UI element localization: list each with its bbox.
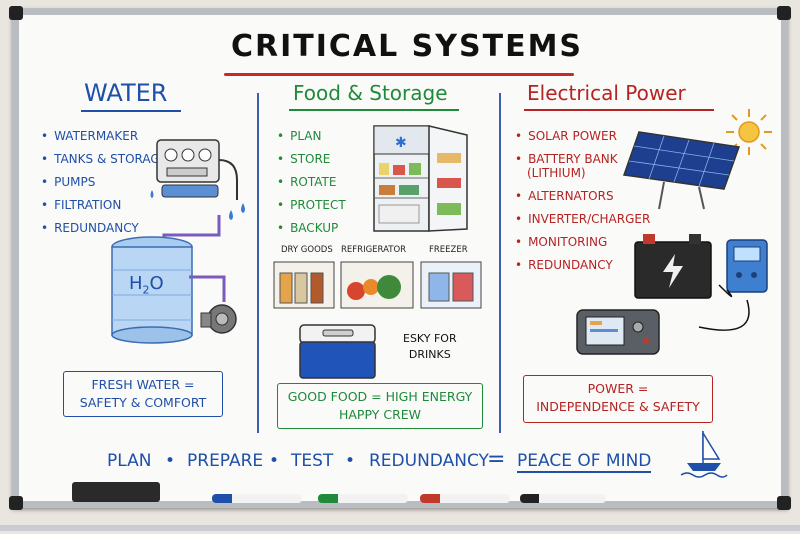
marker-red[interactable] xyxy=(420,494,510,503)
power-summary-line2: INDEPENDENCE & SAFETY xyxy=(536,399,700,414)
category-refrigerator: REFRIGERATOR xyxy=(341,245,407,255)
water-heading-underline xyxy=(81,110,181,112)
frame-corner xyxy=(9,496,23,510)
battery-icon xyxy=(634,234,712,299)
list-item: WATERMAKER xyxy=(41,129,167,143)
power-summary: POWER = INDEPENDENCE & SAFETY xyxy=(523,375,713,423)
motto-peace-of-mind: PEACE OF MIND xyxy=(517,451,652,473)
divider-left xyxy=(257,93,259,433)
food-bins-icon xyxy=(273,261,482,309)
power-heading-underline xyxy=(524,109,714,111)
food-list: PLAN STORE ROTATE PROTECT BACKUP xyxy=(277,129,346,244)
power-summary-line1: POWER = xyxy=(587,381,649,396)
list-item: REDUNDANCY xyxy=(41,221,167,235)
water-summary: FRESH WATER = SAFETY & COMFORT xyxy=(63,371,223,417)
frame-corner xyxy=(9,6,23,20)
food-summary-line1: GOOD FOOD = HIGH ENERGY xyxy=(287,389,473,404)
food-heading: Food & Storage xyxy=(293,81,448,105)
list-item: ALTERNATORS xyxy=(515,189,650,203)
board-title: CRITICAL SYSTEMS xyxy=(230,29,584,64)
motto-prepare: PREPARE xyxy=(187,451,264,471)
frame-corner xyxy=(777,6,791,20)
motto-dot-3: • xyxy=(345,451,356,471)
water-summary-line2: SAFETY & COMFORT xyxy=(79,395,207,410)
inverter-icon xyxy=(726,239,768,293)
water-tank-icon xyxy=(111,236,193,344)
sailboat-icon xyxy=(680,430,728,478)
water-summary-line1: FRESH WATER = xyxy=(91,377,195,392)
list-item: STORE xyxy=(277,152,346,166)
power-heading: Electrical Power xyxy=(527,81,686,105)
pump-icon xyxy=(189,275,237,334)
water-list: WATERMAKER TANKS & STORAGE PUMPS FILTRAT… xyxy=(41,129,167,244)
list-item: REDUNDANCY xyxy=(515,258,650,272)
marker-green[interactable] xyxy=(318,494,408,503)
list-item: INVERTER/CHARGER xyxy=(515,212,650,226)
solar-panel-icon xyxy=(622,131,741,210)
svg-text:✱: ✱ xyxy=(395,135,407,151)
food-heading-underline xyxy=(289,109,459,111)
whiteboard: CRITICAL SYSTEMS WATER WATERMAKER TANKS … xyxy=(12,8,788,508)
motto-plan: PLAN xyxy=(107,451,152,471)
list-item: BATTERY BANK xyxy=(515,152,650,166)
food-summary: GOOD FOOD = HIGH ENERGY HAPPY CREW xyxy=(277,383,483,429)
list-item-sub: (LITHIUM) xyxy=(527,166,586,180)
marker-blue[interactable] xyxy=(212,494,302,503)
motto-dot-1: • xyxy=(165,451,176,471)
monitor-icon xyxy=(576,309,660,355)
list-item: PUMPS xyxy=(41,175,167,189)
marker-black[interactable] xyxy=(520,494,606,503)
category-freezer: FREEZER xyxy=(429,245,468,255)
eraser-icon[interactable] xyxy=(72,482,160,502)
list-item: ROTATE xyxy=(277,175,346,189)
power-cables xyxy=(698,284,750,331)
category-dry-goods: DRY GOODS xyxy=(281,245,333,255)
marker-tray xyxy=(0,525,800,531)
esky-note: ESKY FOR DRINKS xyxy=(403,331,457,363)
motto-test: TEST xyxy=(291,451,334,471)
title-underline xyxy=(224,73,574,76)
list-item: BACKUP xyxy=(277,221,346,235)
water-heading: WATER xyxy=(84,79,168,107)
esky-note-line1: ESKY FOR xyxy=(403,332,457,345)
motto-dot-2: • xyxy=(269,451,280,471)
list-item: MONITORING xyxy=(515,235,650,249)
esky-note-line2: DRINKS xyxy=(408,348,451,361)
list-item: PLAN xyxy=(277,129,346,143)
fridge-icon: ✱ xyxy=(373,125,468,232)
list-item: FILTRATION xyxy=(41,198,167,212)
sun-icon xyxy=(726,109,772,155)
motto-equals: = xyxy=(487,447,506,472)
list-item: PROTECT xyxy=(277,198,346,212)
cooler-icon xyxy=(299,324,376,379)
watermaker-icon xyxy=(150,139,245,220)
list-item: TANKS & STORAGE xyxy=(41,152,167,166)
motto-redundancy: REDUNDANCY xyxy=(369,451,489,471)
food-summary-line2: HAPPY CREW xyxy=(338,407,422,422)
frame-corner xyxy=(777,496,791,510)
power-list: SOLAR POWER BATTERY BANK (LITHIUM) ALTER… xyxy=(515,129,650,281)
divider-right xyxy=(499,93,501,433)
list-item: SOLAR POWER xyxy=(515,129,650,143)
tank-label: H2O xyxy=(129,273,164,297)
